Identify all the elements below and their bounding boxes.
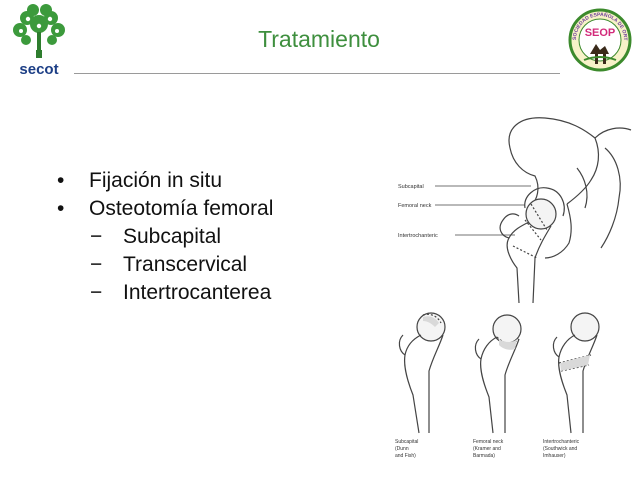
subbullet-item: − Subcapital (57, 223, 273, 251)
caption-femoral-neck-2: (Kramer and (473, 446, 501, 452)
subbullet-text: Subcapital (123, 225, 222, 248)
osteotomy-variants-diagram: Subcapital (Dunn and Fish) Femoral neck … (395, 312, 600, 459)
subbullet-text: Intertrocanterea (123, 281, 272, 304)
caption-femoral-neck-3: Barmada) (473, 453, 495, 459)
bullet-marker: • (57, 169, 65, 192)
slide-title: Tratamiento (258, 26, 380, 52)
label-intertrochanteric: Intertrochanteric (398, 233, 438, 239)
secot-logo-text: secot (19, 61, 58, 78)
subbullet-text: Transcervical (123, 253, 248, 276)
caption-intertrochanteric-3: Imhauser) (543, 453, 566, 459)
subbullet-marker: − (90, 225, 103, 248)
caption-intertrochanteric-2: (Southwick and (543, 446, 577, 452)
caption-femoral-neck-1: Femoral neck (473, 439, 504, 445)
bullet-text: Osteotomía femoral (89, 197, 274, 220)
label-subcapital: Subcapital (398, 184, 424, 190)
subbullet-item: − Transcervical (57, 251, 273, 279)
caption-intertrochanteric-1: Intertrochanteric (543, 439, 580, 445)
subbullet-marker: − (90, 281, 103, 304)
bullet-marker: • (57, 197, 65, 220)
caption-subcapital-3: and Fish) (395, 453, 416, 459)
secot-logo: secot (13, 4, 65, 78)
seop-logo-text: SEOP (585, 27, 616, 39)
hip-osteotomy-diagram: Subcapital Femoral neck Intertrochanteri… (398, 117, 632, 303)
subbullet-marker: − (90, 253, 103, 276)
caption-subcapital-1: Subcapital (395, 439, 418, 445)
bullet-text: Fijación in situ (89, 169, 223, 192)
title-underline (74, 73, 560, 74)
caption-subcapital-2: (Dunn (395, 446, 409, 452)
bullet-list: • Fijación in situ • Osteotomía femoral … (57, 167, 273, 307)
bullet-item: • Osteotomía femoral (57, 195, 273, 223)
label-femoral-neck: Femoral neck (398, 203, 432, 209)
subbullet-item: − Intertrocanterea (57, 279, 273, 307)
bullet-item: • Fijación in situ (57, 167, 273, 195)
seop-logo: SOCIEDAD ESPAÑOLA DE ORTOPEDIA PEDIÁTRIC… (566, 4, 632, 72)
